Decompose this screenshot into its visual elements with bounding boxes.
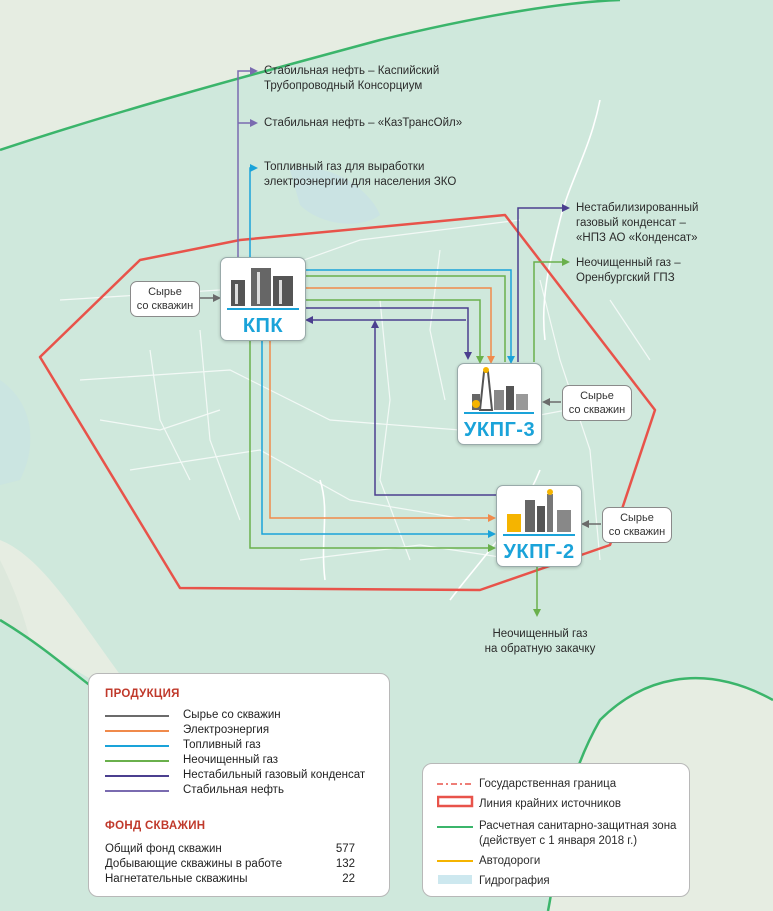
legend-item: Сырье со скважин	[105, 708, 379, 723]
gas-plant-icon	[503, 489, 575, 536]
arrow-icon	[105, 730, 169, 732]
legend-map-swatches	[437, 783, 474, 884]
arrow-icon	[105, 745, 169, 747]
legend-hydro: Гидрография	[479, 875, 550, 887]
legend-products-list: Сырье со скважин Электроэнергия Топливны…	[105, 708, 379, 808]
arrow-icon	[105, 775, 169, 777]
legend-source-line: Линия крайних источников	[479, 798, 622, 810]
legend-item: Нестабильный газовый конденсат	[105, 768, 379, 783]
legend-item: Топливный газ	[105, 738, 379, 753]
plant-kpk-name: КПК	[242, 315, 284, 337]
plant-ukpg2[interactable]: УКПГ-2	[496, 485, 582, 567]
tank-farm-icon	[227, 268, 299, 310]
plant-ukpg3[interactable]: УКПГ-3	[457, 363, 542, 445]
arrow-icon	[105, 760, 169, 762]
legend-wells-title: ФОНД СКВАЖИН	[105, 820, 206, 832]
legend-item: Стабильная нефть	[105, 783, 379, 798]
plant-kpk[interactable]: КПК	[220, 257, 306, 341]
arrow-icon	[105, 715, 169, 717]
destination-orenburg: Неочищенный газ –Оренбургский ГПЗ	[576, 257, 681, 284]
destination-kto: Стабильная нефть – «КазТрансОйл»	[264, 117, 463, 129]
legend-map: Государственная граница Линия крайних ис…	[422, 763, 690, 897]
legend-item: Электроэнергия	[105, 723, 379, 738]
plant-ukpg2-name: УКПГ-2	[503, 541, 575, 563]
legend-products: ПРОДУКЦИЯ Сырье со скважин Электроэнерги…	[88, 673, 390, 897]
legend-roads: Автодороги	[479, 855, 541, 867]
gas-plant-icon	[464, 367, 534, 414]
emission-boundary	[38, 213, 657, 592]
legend-item: Неочищенный газ	[105, 753, 379, 768]
legend-sanitary-zone: Расчетная санитарно-защитная зона(действ…	[479, 820, 677, 847]
arrow-icon	[105, 790, 169, 792]
legend-state-border: Государственная граница	[479, 778, 617, 790]
plant-ukpg3-name: УКПГ-3	[463, 419, 536, 441]
legend-products-title: ПРОДУКЦИЯ	[105, 688, 180, 700]
